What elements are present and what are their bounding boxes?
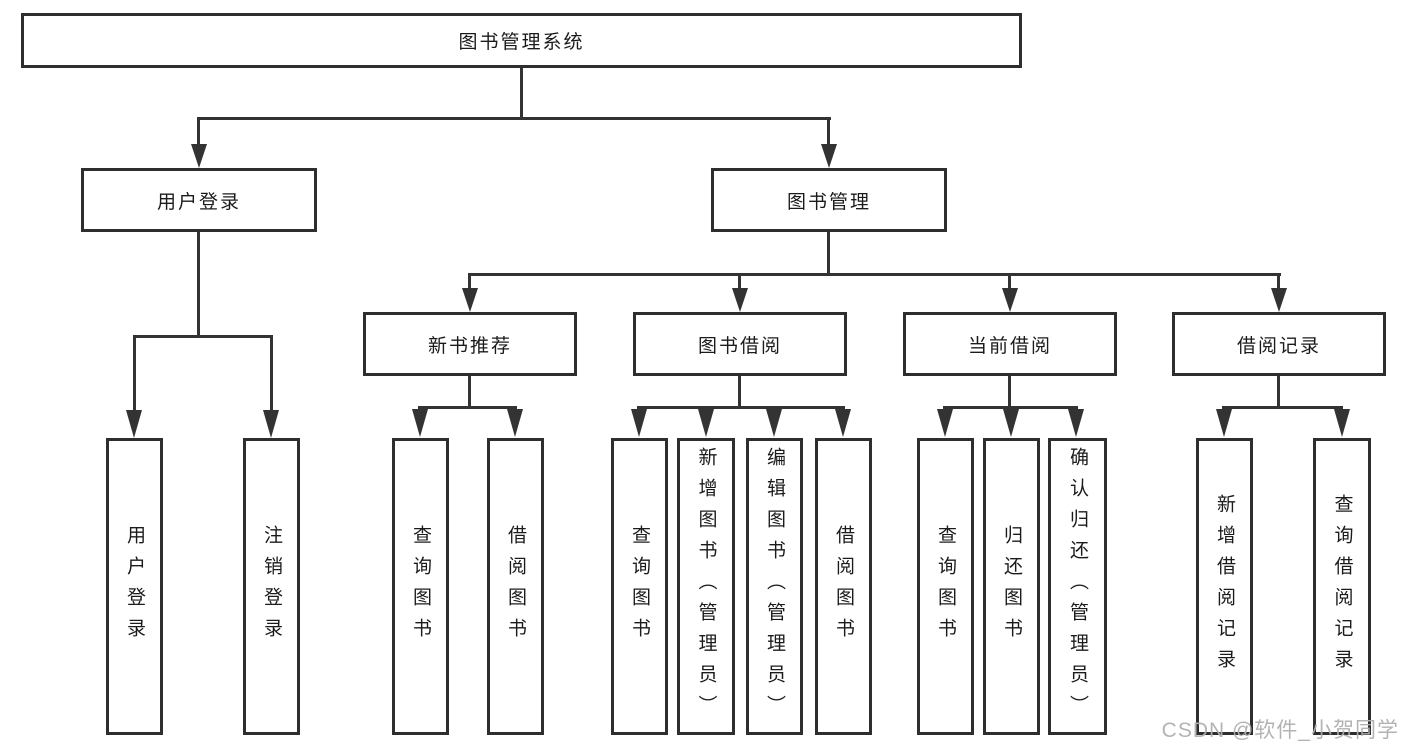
connector [1277,273,1280,290]
connector [1008,273,1011,290]
leaf-confirm-return-admin: 确认归还（管理员） [1048,438,1107,735]
leaf-logout: 注销登录 [243,438,300,735]
leaf-label: 新增借阅记录 [1214,493,1235,680]
node-book-borrow: 图书借阅 [633,312,847,376]
connector [827,232,830,276]
leaf-label: 归还图书 [1001,524,1022,649]
node-borrow-records: 借阅记录 [1172,312,1386,376]
connector [738,376,741,409]
arrow-down-icon [1216,409,1232,437]
connector [943,406,1078,409]
connector [270,335,273,410]
arrow-down-icon [1271,288,1287,312]
arrow-down-icon [835,409,851,437]
arrow-down-icon [1003,409,1019,437]
arrow-down-icon [698,409,714,437]
connector [468,376,471,409]
leaf-edit-books-admin: 编辑图书（管理员） [746,438,803,735]
leaf-label: 编辑图书（管理员） [764,447,785,726]
node-current-borrow: 当前借阅 [903,312,1117,376]
connector [637,406,845,409]
node-current-borrow-label: 当前借阅 [967,335,1052,357]
connector [738,273,741,290]
csdn-watermark: CSDN @软件_小贺同学 [1161,719,1399,742]
leaf-label: 查询图书 [629,524,650,649]
node-root: 图书管理系统 [21,13,1022,68]
arrow-down-icon [631,409,647,437]
leaf-user-login-label: 用户登录 [124,524,145,649]
node-book-management-label: 图书管理 [786,191,871,213]
leaf-logout-label: 注销登录 [261,524,282,649]
connector [1277,376,1280,409]
connector [418,406,517,409]
connector [520,68,523,120]
leaf-add-books-admin: 新增图书（管理员） [677,438,735,735]
arrow-down-icon [732,288,748,312]
leaf-label: 查询借阅记录 [1331,493,1353,680]
leaf-label: 借阅图书 [505,524,526,649]
leaf-query-books-borrow: 查询图书 [611,438,668,735]
arrow-down-icon [1068,409,1084,437]
leaf-user-login: 用户登录 [106,438,163,735]
node-book-management: 图书管理 [711,168,947,232]
connector [827,117,830,146]
leaf-label: 查询图书 [935,524,956,649]
connector [468,273,1281,276]
connector [468,273,471,290]
node-book-borrow-label: 图书借阅 [697,335,782,357]
leaf-query-borrow-record: 查询借阅记录 [1313,438,1371,735]
connector [133,335,136,410]
connector [133,335,273,338]
leaf-label: 借阅图书 [833,524,854,649]
leaf-return-books: 归还图书 [983,438,1040,735]
connector [1008,376,1011,409]
leaf-label: 新增图书（管理员） [695,447,717,726]
arrow-down-icon [507,409,523,437]
node-root-label: 图书管理系统 [458,32,585,53]
leaf-label: 确认归还（管理员） [1067,447,1088,726]
leaf-borrow-books: 借阅图书 [815,438,872,735]
arrow-down-icon [462,288,478,312]
node-borrow-records-label: 借阅记录 [1236,335,1321,357]
node-user-login: 用户登录 [81,168,317,232]
connector [1222,406,1343,409]
arrow-down-icon [263,410,279,438]
node-new-book-recommend-label: 新书推荐 [427,335,512,357]
node-user-login-label: 用户登录 [156,191,241,213]
connector [197,117,200,146]
connector [197,232,200,338]
leaf-label: 查询图书 [410,524,431,649]
arrow-down-icon [1002,288,1018,312]
arrow-down-icon [937,409,953,437]
arrow-down-icon [821,144,837,168]
leaf-query-books-recommend: 查询图书 [392,438,449,735]
arrow-down-icon [766,409,782,437]
leaf-query-books-current: 查询图书 [917,438,974,735]
node-new-book-recommend: 新书推荐 [363,312,577,376]
arrow-down-icon [412,409,428,437]
leaf-add-borrow-record: 新增借阅记录 [1196,438,1253,735]
arrow-down-icon [126,410,142,438]
arrow-down-icon [1334,409,1350,437]
connector [197,117,831,120]
arrow-down-icon [191,144,207,168]
leaf-borrow-books-recommend: 借阅图书 [487,438,544,735]
